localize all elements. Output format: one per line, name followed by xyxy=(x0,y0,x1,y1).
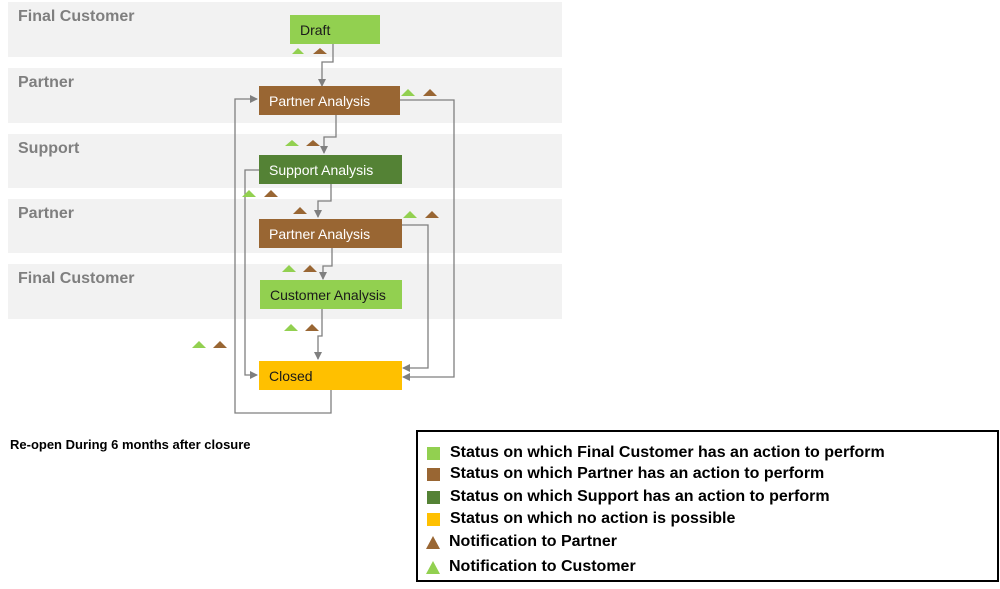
lane-label: Support xyxy=(18,140,80,157)
node-partner-analysis-1[interactable]: Partner Analysis xyxy=(259,86,400,115)
triangle-icon xyxy=(426,535,440,549)
connector-customer-to-closed xyxy=(314,309,323,360)
node-label: Partner Analysis xyxy=(269,225,371,242)
triangle-icon xyxy=(426,560,440,574)
node-partner-analysis-2[interactable]: Partner Analysis xyxy=(259,219,402,248)
node-label: Partner Analysis xyxy=(269,92,371,109)
legend-text: Status on which Final Customer has an ac… xyxy=(450,444,885,461)
connector-reopen xyxy=(234,95,332,414)
notify-customer-icon xyxy=(242,190,256,197)
notify-partner-icon xyxy=(305,324,319,331)
connector-partner-to-customer xyxy=(319,247,333,280)
legend-item-support-status: Status on which Support has an action to… xyxy=(424,488,830,506)
node-draft[interactable]: Draft xyxy=(290,15,380,44)
square-icon xyxy=(427,467,440,481)
connector-support-to-closed xyxy=(244,169,259,379)
lane-label: Final Customer xyxy=(18,8,135,25)
notify-partner-icon xyxy=(423,89,437,96)
node-label: Draft xyxy=(300,21,331,38)
node-closed[interactable]: Closed xyxy=(259,361,402,390)
square-icon xyxy=(427,512,440,526)
notify-customer-icon xyxy=(292,48,304,54)
notify-customer-icon xyxy=(284,324,298,331)
notify-customer-icon xyxy=(401,89,415,96)
legend-item-notify-customer: Notification to Customer xyxy=(424,558,636,576)
notify-partner-icon xyxy=(213,341,227,348)
notify-partner-icon xyxy=(425,211,439,218)
legend: Status on which Final Customer has an ac… xyxy=(416,430,999,582)
notify-customer-icon xyxy=(285,140,299,146)
lane-label: Partner xyxy=(18,74,75,91)
connector-support-to-partner xyxy=(314,184,332,218)
legend-item-customer-status: Status on which Final Customer has an ac… xyxy=(424,444,885,462)
connector-draft-to-partner xyxy=(318,44,334,87)
square-icon xyxy=(427,490,440,504)
reopen-note: Re-open During 6 months after closure xyxy=(10,437,251,452)
notify-customer-icon xyxy=(282,265,296,272)
connector-partner-to-support xyxy=(320,114,337,154)
notify-partner-icon xyxy=(293,207,307,214)
notify-partner-icon xyxy=(313,48,327,54)
notify-customer-icon xyxy=(403,211,417,218)
connector-partner1-to-closed xyxy=(400,99,455,381)
lane-final-customer-1: Final Customer xyxy=(8,2,562,57)
square-icon xyxy=(427,446,440,460)
node-label: Customer Analysis xyxy=(270,286,386,303)
lane-label: Partner xyxy=(18,205,75,222)
legend-item-no-action-status: Status on which no action is possible xyxy=(424,510,735,528)
connector-partner2-to-closed xyxy=(402,224,429,372)
node-support-analysis[interactable]: Support Analysis xyxy=(259,155,402,184)
legend-text: Status on which Partner has an action to… xyxy=(450,465,825,482)
legend-text: Status on which Support has an action to… xyxy=(450,488,830,505)
legend-text: Notification to Partner xyxy=(449,533,618,550)
notify-customer-icon xyxy=(192,341,206,348)
node-customer-analysis[interactable]: Customer Analysis xyxy=(260,280,402,309)
notify-partner-icon xyxy=(306,140,320,146)
notify-partner-icon xyxy=(303,265,317,272)
legend-item-notify-partner: Notification to Partner xyxy=(424,533,617,551)
legend-text: Status on which no action is possible xyxy=(450,510,736,527)
node-label: Closed xyxy=(269,367,313,384)
notification-triangles xyxy=(192,48,439,348)
lane-label: Final Customer xyxy=(18,270,135,287)
notify-partner-icon xyxy=(264,190,278,197)
legend-text: Notification to Customer xyxy=(449,558,636,575)
node-label: Support Analysis xyxy=(269,161,374,178)
legend-item-partner-status: Status on which Partner has an action to… xyxy=(424,465,824,483)
